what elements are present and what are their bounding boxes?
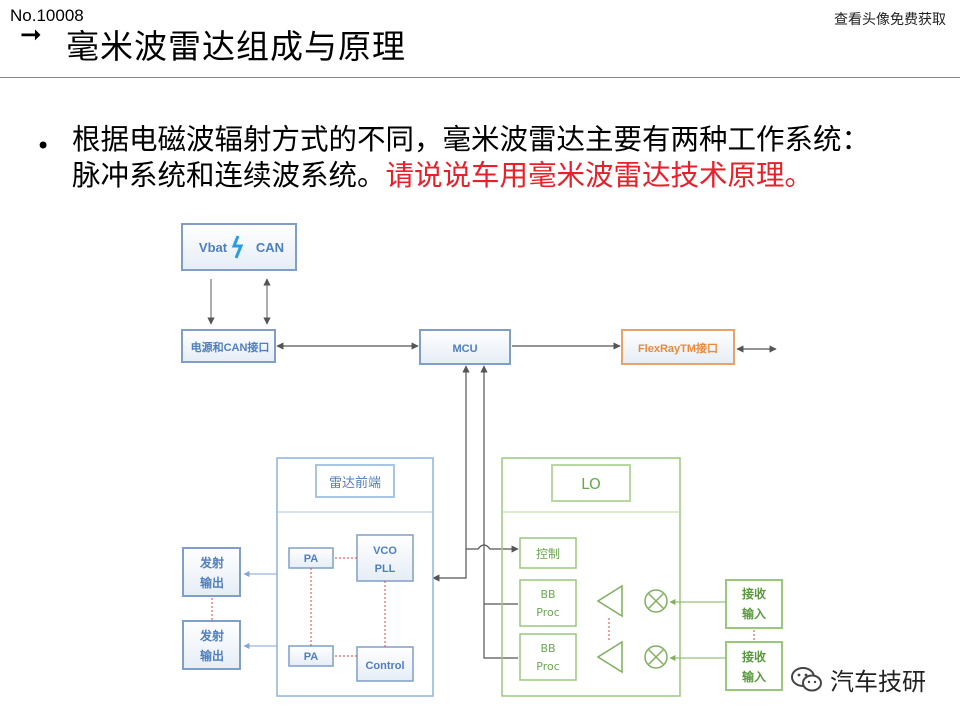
rx-input-2-line1: 接收	[742, 649, 766, 664]
lna-2-icon	[596, 640, 623, 674]
bullet-paragraph: 根据电磁波辐射方式的不同，毫米波雷达主要有两种工作系统：脉冲系统和连续波系统。请…	[72, 122, 892, 194]
vbat-label: Vbat	[199, 240, 228, 255]
flexray-label: FlexRayTM接口	[638, 341, 718, 355]
frontend-internal-links	[310, 557, 386, 657]
vbat-can-box: Vbat CAN	[181, 223, 297, 271]
can-label: CAN	[256, 240, 284, 255]
mcu-bb-bus	[483, 549, 518, 659]
bb-proc-1-line1: BB	[540, 588, 555, 601]
lightning-icon	[231, 235, 244, 259]
title-divider	[0, 77, 960, 78]
flexray-interface-box: FlexRayTM接口	[621, 329, 735, 365]
power-can-interface-box: 电源和CAN接口	[181, 329, 276, 363]
title-arrow-icon: ➞	[20, 20, 42, 50]
tx-output-2-line2: 输出	[200, 648, 224, 663]
tx-output-1-line2: 输出	[200, 575, 224, 590]
pa-top-box: PA	[288, 547, 334, 569]
bb-proc-2-box: BB Proc	[519, 633, 577, 681]
control-box: Control	[356, 646, 414, 682]
radar-frontend-label: 雷达前端	[329, 475, 381, 491]
top-right-note: 查看头像免费获取	[834, 12, 946, 28]
mcu-ctrl-link	[466, 544, 519, 553]
radar-frontend-frame: 雷达前端	[276, 457, 434, 697]
bb-proc-2-line1: BB	[540, 642, 555, 655]
bb-proc-2-line2: Proc	[536, 660, 560, 673]
mixer-1-icon	[644, 589, 668, 613]
tx-output-1-box: 发射 输出	[182, 547, 241, 597]
bullet-text-main: 根据电磁波辐射方式的不同，毫米波雷达主要有两种工作系统：脉冲系统和连续波系统。	[72, 123, 871, 192]
watermark: 汽车技研	[790, 662, 926, 697]
ctrl-label: 控制	[536, 547, 560, 561]
mcu-frontend-bus	[432, 365, 470, 582]
lo-frame: LO	[501, 457, 681, 697]
bb-proc-1-line2: Proc	[536, 606, 560, 619]
wechat-icon	[791, 666, 822, 691]
pa-bottom-label: PA	[304, 651, 319, 663]
rx-input-2-line2: 输入	[742, 669, 766, 684]
rx-input-1-line1: 接收	[742, 586, 766, 601]
bb-proc-1-box: BB Proc	[519, 579, 577, 627]
tx-output-1-line1: 发射	[199, 555, 224, 570]
tx-output-2-box: 发射 输出	[182, 620, 241, 670]
rx-input-2-box: 接收 输入	[725, 641, 783, 691]
page-title: 毫米波雷达组成与原理	[66, 27, 406, 66]
power-can-interface-label: 电源和CAN接口	[191, 340, 270, 354]
pa-bottom-box: PA	[288, 645, 334, 667]
lna-1-icon	[596, 584, 623, 618]
mixer-2-icon	[644, 645, 668, 669]
bullet-icon: •	[36, 132, 51, 160]
pll-label: PLL	[375, 563, 396, 575]
tx-output-2-line1: 发射	[199, 628, 224, 643]
ctrl-box: 控制	[519, 537, 577, 569]
mcu-label: MCU	[452, 343, 477, 355]
control-label: Control	[365, 660, 404, 672]
lo-label: LO	[581, 475, 601, 493]
watermark-text: 汽车技研	[830, 668, 926, 696]
rx-input-1-line2: 输入	[742, 606, 766, 621]
vco-label: VCO	[373, 545, 397, 557]
rx-input-1-box: 接收 输入	[725, 579, 783, 629]
mcu-box: MCU	[419, 329, 511, 365]
bullet-text-question: 请说说车用毫米波雷达技术原理。	[385, 159, 814, 192]
pa-top-label: PA	[304, 553, 319, 565]
document-number: No.10008	[10, 6, 84, 25]
vco-pll-box: VCO PLL	[356, 534, 414, 582]
